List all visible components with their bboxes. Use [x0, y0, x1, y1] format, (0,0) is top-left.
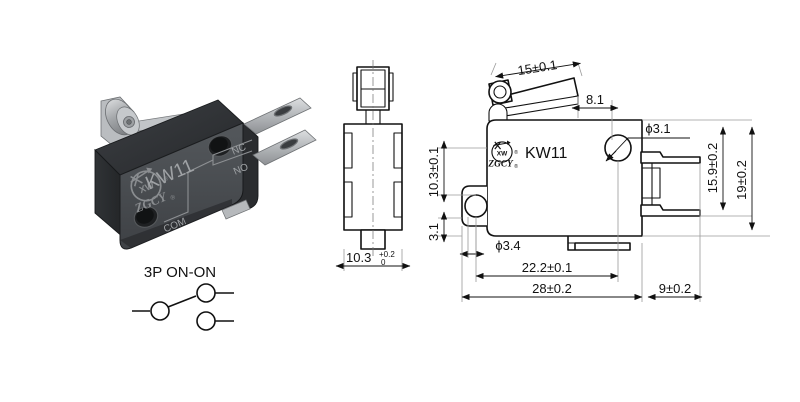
dim-mount-hole-height-text: 10.3±0.1 [426, 147, 441, 198]
dim-lever-gap: 8.1 [571, 92, 619, 140]
dim-hole-spacing-text: 22.2±0.1 [522, 260, 573, 275]
schematic-terminal-com [150, 301, 170, 321]
dim-pivot-hole-dia: ϕ3.1 [605, 121, 690, 162]
schematic-title: 3P ON-ON [144, 264, 216, 281]
dim-body-length: 28±0.2 [461, 226, 643, 302]
dim-body-height: 19±0.2 [642, 126, 770, 237]
dim-front-width: 10.3 +0.2 0 [346, 250, 395, 267]
side-terminals [567, 151, 701, 251]
dim-mount-hole-dia-text: ϕ3.4 [495, 238, 520, 253]
brand-initials-side: XW [497, 150, 508, 157]
brand-logo-side: XW ® ZGCY ® [487, 140, 518, 170]
dim-front-width-upper: +0.2 [379, 250, 395, 259]
side-view: XW ® ZGCY ® KW11 15±0.1 8.1 ϕ3.1 [426, 57, 770, 302]
dim-terminal-height-text: 15.9±0.2 [705, 143, 720, 194]
dim-lever-length-text: 15±0.1 [517, 57, 559, 78]
schematic-terminal-nc [196, 283, 216, 303]
svg-text:®: ® [169, 193, 177, 202]
dim-terminal-projection: 9±0.2 [647, 163, 703, 302]
render-label-no: NO [232, 162, 250, 178]
dim-front-width-value: 10.3 [346, 250, 371, 265]
dim-bottom-offset: 3.1 [426, 211, 462, 243]
render-label-nc: NC [230, 142, 248, 158]
side-model-label: KW11 [525, 145, 567, 162]
dim-lever-gap-text: 8.1 [586, 92, 604, 107]
side-lever-arm [488, 77, 579, 122]
brand-initials-render: XW [138, 180, 156, 196]
dim-pivot-hole-dia-text: ϕ3.1 [645, 121, 670, 136]
blade-terminals [221, 97, 317, 220]
side-mount-hole-left [464, 194, 488, 218]
switch-body [94, 99, 259, 250]
side-body-outline [461, 119, 661, 237]
circuit-schematic: 3P ON-ON [132, 264, 234, 331]
dim-body-height-text: 19±0.2 [734, 160, 749, 200]
isometric-render: XW ® ZGCY ® KW11 NC NO COM [94, 96, 317, 250]
front-view: 10.3 +0.2 0 [335, 60, 411, 271]
svg-text:®: ® [514, 149, 518, 156]
dim-terminal-height: 15.9±0.2 [642, 119, 752, 217]
dim-hole-spacing: 22.2±0.1 [475, 161, 619, 282]
dim-body-length-text: 28±0.2 [532, 281, 572, 296]
brand-mark-side: ZGCY [487, 159, 514, 169]
schematic-terminal-no [196, 311, 216, 331]
dim-mount-hole-height: 10.3±0.1 [426, 140, 487, 203]
dim-lever-length: 15±0.1 [490, 57, 583, 79]
svg-text:®: ® [162, 174, 170, 183]
dim-front-width-lower: 0 [381, 258, 386, 267]
svg-text:®: ® [514, 163, 518, 170]
dim-terminal-projection-text: 9±0.2 [659, 281, 691, 296]
dim-bottom-offset-text: 3.1 [426, 223, 441, 241]
